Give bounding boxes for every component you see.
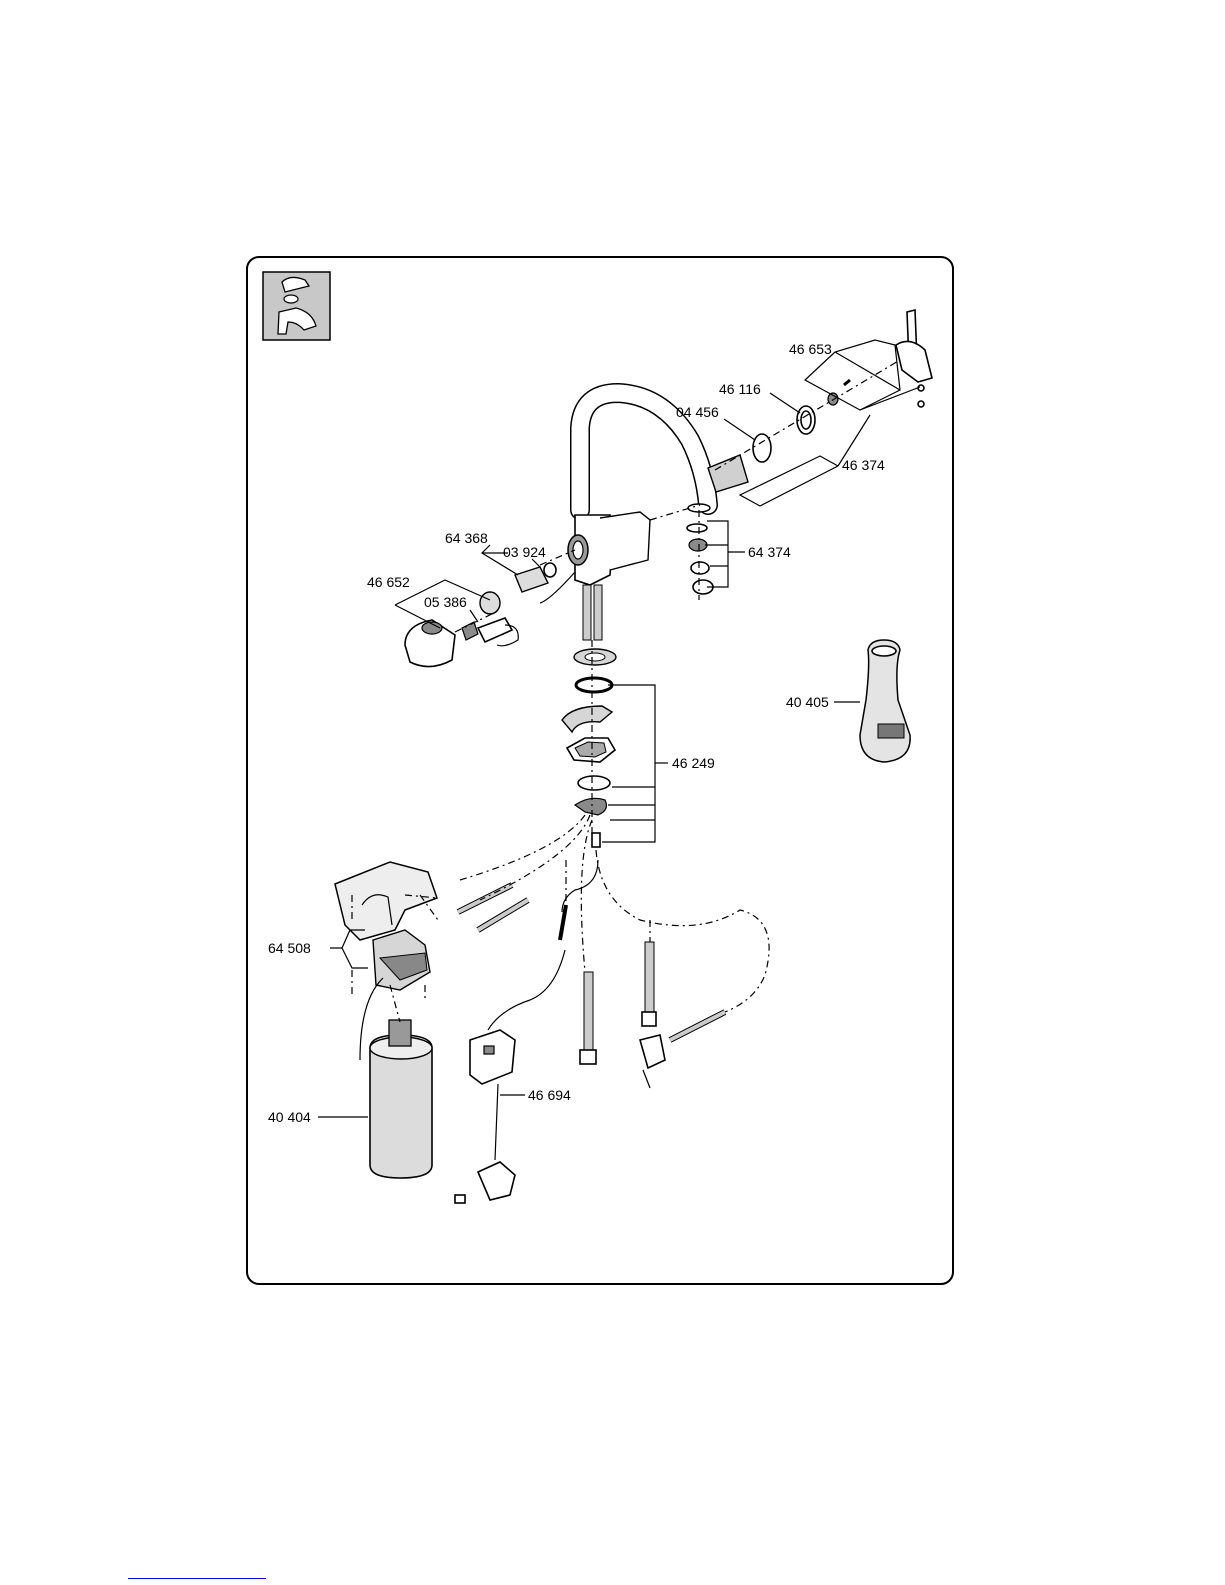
part-label-46653: 46 653 xyxy=(789,341,832,357)
part-label-46116: 46 116 xyxy=(719,381,761,397)
faucet-spare-parts-icon xyxy=(263,272,330,340)
part-label-64374: 64 374 xyxy=(748,544,791,560)
part-label-05386: 05 386 xyxy=(424,594,467,610)
clip-bracket xyxy=(478,618,518,646)
flex-hoses xyxy=(560,860,725,1088)
aerator-64374 xyxy=(687,524,713,594)
cap-46652 xyxy=(405,620,455,667)
diagram-frame xyxy=(247,257,953,1284)
part-label-64508: 64 508 xyxy=(268,940,311,956)
part-label-46249: 46 249 xyxy=(672,755,715,771)
part-label-40404: 40 404 xyxy=(268,1109,311,1125)
faucet-body xyxy=(568,512,650,585)
part-label-03924: 03 924 xyxy=(503,544,546,560)
part-label-40405: 40 405 xyxy=(786,694,829,710)
filter-bottle-40405 xyxy=(860,640,910,762)
valve-insert-64368 xyxy=(515,563,556,592)
control-box-46694 xyxy=(455,950,565,1203)
part-label-04456: 04 456 xyxy=(676,404,719,420)
wall-bracket-64508 xyxy=(335,862,437,990)
part-label-64368: 64 368 xyxy=(445,530,488,546)
alignment-lines xyxy=(352,360,900,1022)
part-label-46694: 46 694 xyxy=(528,1087,571,1103)
part-label-46652: 46 652 xyxy=(367,574,410,590)
mounting-screws xyxy=(458,885,528,930)
part-label-46374: 46 374 xyxy=(842,457,885,473)
footer-link-underline[interactable] xyxy=(128,1578,266,1579)
leader-lines xyxy=(318,340,920,1117)
lever-handle xyxy=(896,310,932,407)
